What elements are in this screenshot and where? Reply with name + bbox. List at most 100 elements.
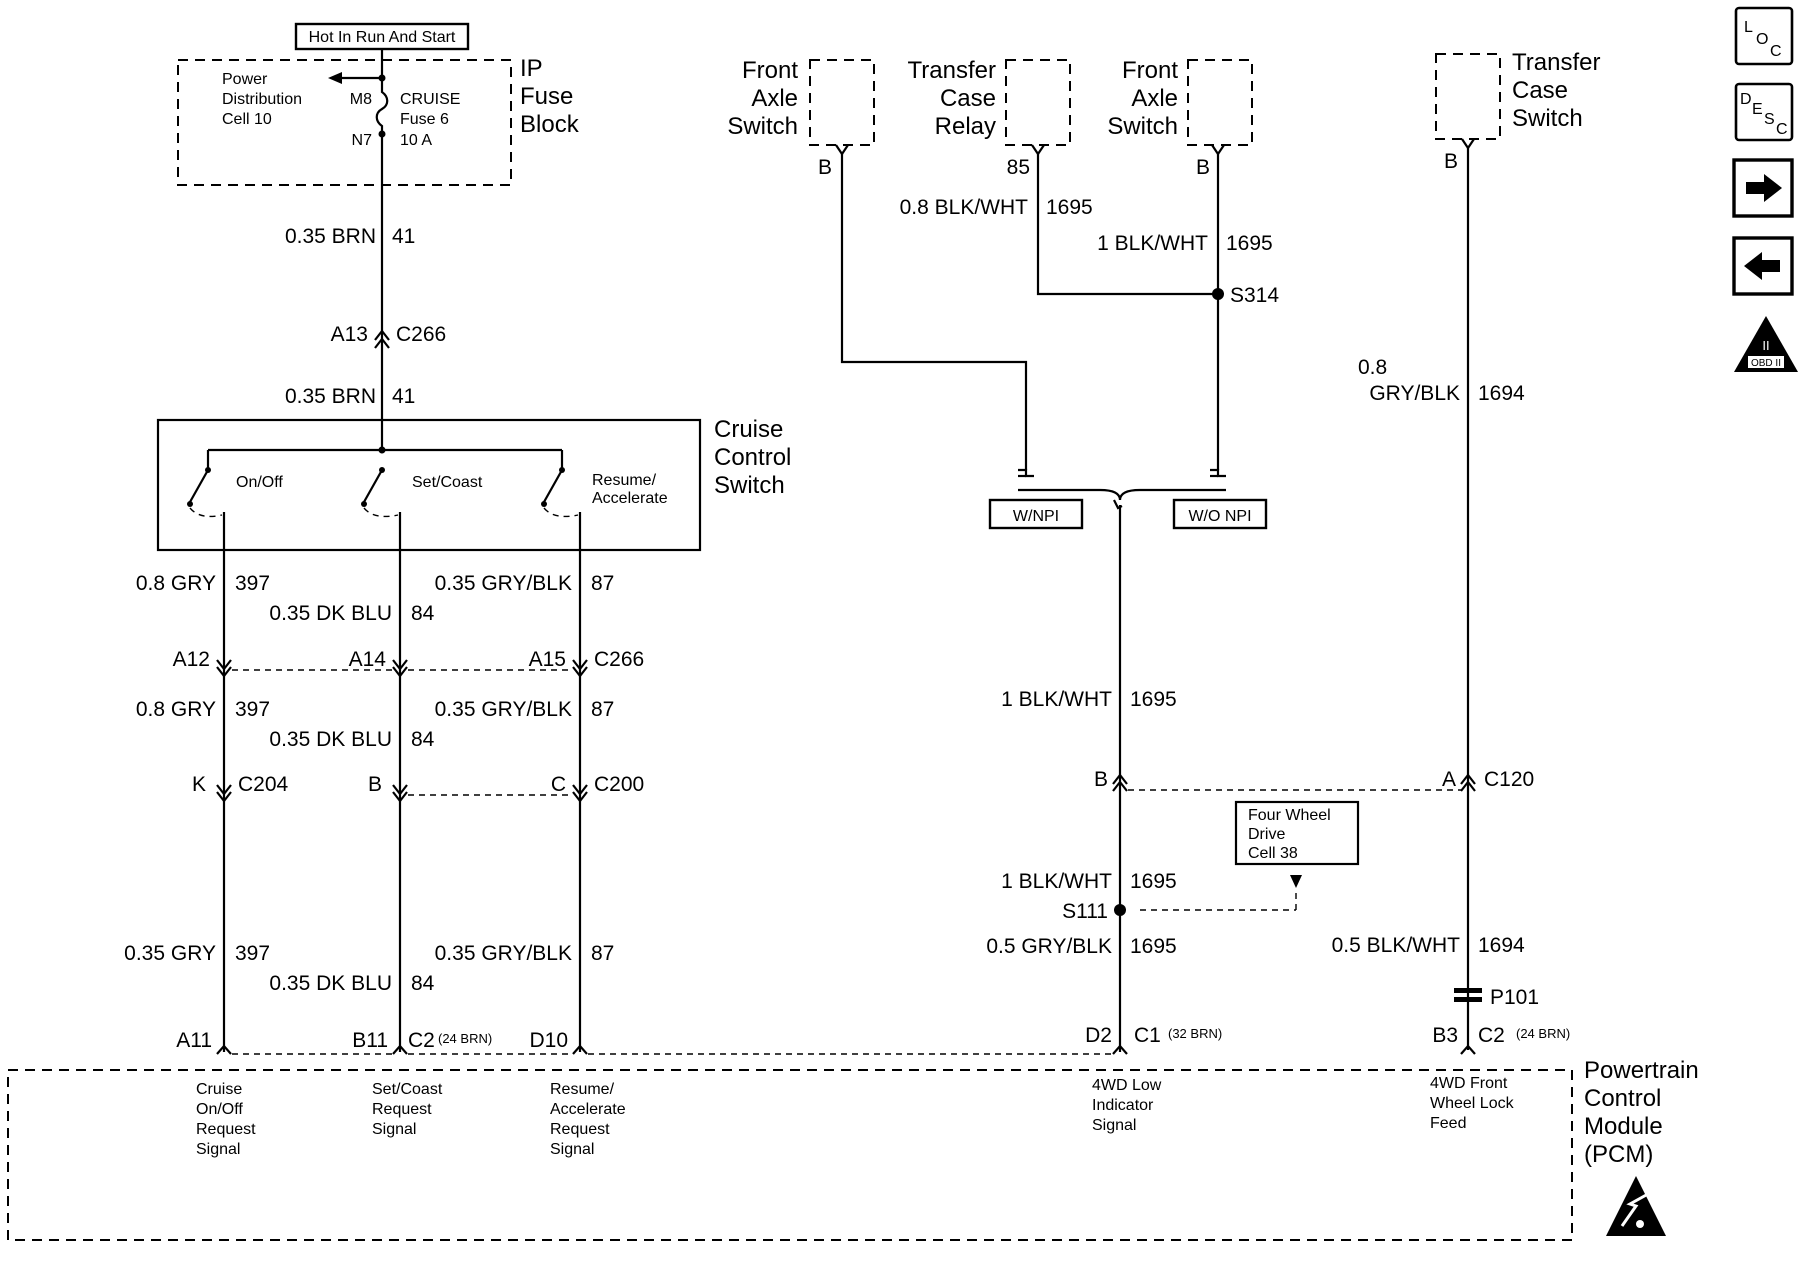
wire-label: 0.8 BLK/WHT: [900, 196, 1029, 219]
svg-text:Request: Request: [196, 1121, 256, 1138]
circuit-label: 1695: [1226, 232, 1273, 255]
circuit-label: 397: [235, 572, 270, 595]
pcm-signal-resume: Resume/ Accelerate Request Signal: [550, 1081, 626, 1158]
svg-text:Cell 38: Cell 38: [1248, 845, 1298, 862]
connector-pin-a: A: [1442, 768, 1456, 791]
connector-symbol: [1460, 773, 1476, 792]
connector-symbol: [216, 784, 588, 803]
svg-text:Feed: Feed: [1430, 1115, 1466, 1132]
circuit-label: 41: [392, 225, 415, 248]
pcm-signal-set-coast: Set/Coast Request Signal: [372, 1081, 443, 1138]
wire-label: 0.5 GRY/BLK: [986, 935, 1112, 958]
pcm-signal-front-wheel-lock: 4WD Front Wheel Lock Feed: [1430, 1075, 1515, 1132]
svg-text:CRUISE: CRUISE: [400, 91, 460, 108]
option-brackets: [1018, 468, 1226, 478]
relay-wire: [1036, 154, 1218, 296]
splice-s111-dot: [1114, 904, 1126, 916]
svg-text:O: O: [1756, 31, 1768, 48]
circuit-label: 397: [235, 942, 270, 965]
svg-text:Distribution: Distribution: [222, 91, 302, 108]
svg-text:C: C: [1776, 121, 1788, 138]
pin-symbol: [1211, 144, 1225, 156]
svg-text:Drive: Drive: [1248, 826, 1285, 843]
transfer-case-switch: [1435, 53, 1501, 140]
cruise-fuse-label: CRUISE Fuse 6 10 A: [400, 91, 460, 149]
circuit-label: 87: [591, 572, 614, 595]
circuit-label: 84: [411, 728, 435, 751]
wire-label: 0.35 GRY/BLK: [435, 698, 572, 721]
wire-label: GRY/BLK: [1369, 382, 1460, 405]
pcm-pin-d10: D10: [529, 1029, 568, 1052]
pin-label: 85: [1007, 156, 1030, 179]
connector-pin-a14: A14: [349, 648, 387, 671]
svg-text:Switch: Switch: [714, 472, 785, 499]
prev-page-button[interactable]: [1732, 236, 1794, 296]
option-wo-npi: [1172, 498, 1268, 530]
pcm-connector-c2: C2: [408, 1029, 435, 1052]
pin-label: B: [1444, 150, 1458, 173]
cruise-switch-title: Cruise Control Switch: [714, 416, 791, 499]
fuse-symbol: [375, 78, 389, 134]
wire-label: 0.8: [1358, 356, 1387, 379]
hot-in-run-label: Hot In Run And Start: [294, 22, 470, 51]
svg-text:L: L: [1744, 19, 1753, 36]
svg-text:Axle: Axle: [1131, 85, 1178, 112]
pin-label: B: [1196, 156, 1210, 179]
transfer-case-switch-label: Transfer Case Switch: [1512, 49, 1600, 132]
front-axle-switch-right: [1187, 59, 1253, 146]
connector-c200: C200: [594, 773, 644, 796]
wire-label: 1 BLK/WHT: [1001, 870, 1112, 893]
svg-text:Resume/: Resume/: [550, 1081, 615, 1098]
next-page-button[interactable]: [1732, 158, 1794, 218]
svg-text:Indicator: Indicator: [1092, 1097, 1154, 1114]
svg-text:(PCM): (PCM): [1584, 1141, 1653, 1168]
connector-symbol: [216, 659, 588, 678]
left-arrow-icon: [328, 72, 342, 84]
connector-note: (24 BRN): [438, 1031, 492, 1046]
four-wheel-drive-cell-label: Four Wheel Drive Cell 38: [1248, 807, 1331, 862]
svg-text:4WD Low: 4WD Low: [1092, 1077, 1162, 1094]
four-wheel-drive-cell: [1234, 800, 1360, 866]
svg-text:Fuse 6: Fuse 6: [400, 111, 449, 128]
on-off-switch: [187, 450, 226, 1052]
svg-text:Transfer: Transfer: [908, 57, 996, 84]
svg-text:Powertrain: Powertrain: [1584, 1057, 1699, 1084]
connector-symbol: [374, 329, 390, 349]
connector-pin-b: B: [1094, 768, 1108, 791]
svg-text:Accelerate: Accelerate: [550, 1101, 626, 1118]
svg-text:Signal: Signal: [196, 1141, 240, 1158]
ip-fuse-block-title: IP Fuse Block: [520, 55, 580, 138]
svg-text:Cell 10: Cell 10: [222, 111, 272, 128]
svg-text:Cruise: Cruise: [196, 1081, 242, 1098]
svg-text:IP: IP: [520, 55, 543, 82]
svg-text:OBD II: OBD II: [1751, 358, 1781, 369]
circuit-label: 87: [591, 698, 614, 721]
connector-pin-b: B: [368, 773, 382, 796]
wire-label: 0.35 DK BLU: [269, 972, 392, 995]
pcm-pin-b3: B3: [1432, 1024, 1458, 1047]
circuit-label: 397: [235, 698, 270, 721]
connector-c204: C204: [238, 773, 289, 796]
svg-text:Control: Control: [1584, 1085, 1661, 1112]
pcm-signal-cruise-on-off: Cruise On/Off Request Signal: [196, 1081, 256, 1158]
svg-text:Set/Coast: Set/Coast: [372, 1081, 443, 1098]
obd-ii-button[interactable]: II OBD II: [1734, 316, 1798, 372]
svg-text:Power: Power: [222, 71, 268, 88]
connector-c266: C266: [594, 648, 644, 671]
resume-accelerate-switch: [541, 450, 582, 1052]
connector-note: (24 BRN): [1516, 1026, 1570, 1041]
down-arrow-icon: [1290, 875, 1302, 888]
switch-label-on-off: On/Off: [236, 474, 283, 491]
front-axle-switch-left-label: Front Axle Switch: [727, 57, 798, 140]
svg-text:Module: Module: [1584, 1113, 1663, 1140]
svg-text:Four Wheel: Four Wheel: [1248, 807, 1331, 824]
option-w-npi: [988, 498, 1084, 530]
desc-button[interactable]: D E S C: [1734, 82, 1794, 142]
cruise-switch-outline: [156, 418, 702, 552]
connector-pin-a13: A13: [331, 323, 368, 346]
pcm-signal-4wd-low: 4WD Low Indicator Signal: [1092, 1077, 1162, 1134]
wire-label: 0.5 BLK/WHT: [1332, 934, 1461, 957]
pcm-pin-symbol: [1460, 1044, 1476, 1055]
loc-button[interactable]: L O C: [1734, 6, 1794, 66]
